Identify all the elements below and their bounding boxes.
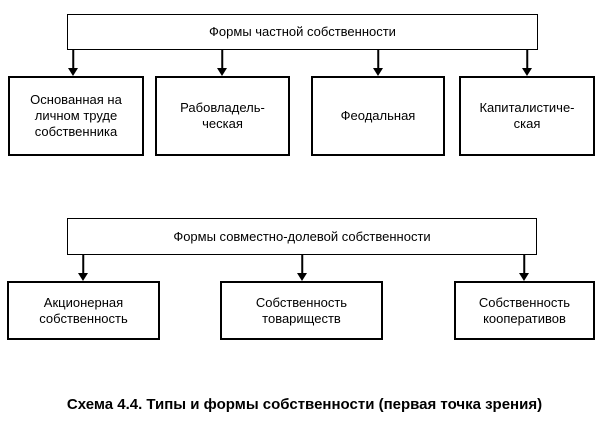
connector-arrow-down	[522, 50, 532, 76]
node-label: Формы частной собственности	[209, 24, 396, 39]
node-capitalist: Капиталистиче- ская	[459, 76, 595, 156]
node-cooperative-property: Собственность кооперативов	[454, 281, 595, 340]
node-label: Собственность кооперативов	[478, 294, 571, 326]
arrow-head-icon	[297, 273, 307, 281]
node-private-property-root: Формы частной собственности	[67, 14, 538, 50]
arrow-head-icon	[522, 68, 532, 76]
figure-caption: Схема 4.4. Типы и формы собственности (п…	[66, 396, 543, 413]
arrow-stem	[526, 50, 528, 70]
node-label: Капиталистиче- ская	[479, 100, 575, 131]
arrow-stem	[523, 255, 525, 275]
node-joint-stock-property: Акционерная собственность	[7, 281, 160, 340]
connector-arrow-down	[297, 255, 307, 281]
node-joint-share-property-root: Формы совместно-долевой собственности	[67, 218, 537, 255]
node-label: Феодальная	[340, 108, 416, 123]
connector-arrow-down	[373, 50, 383, 76]
node-owner-personal-labor: Основанная на личном труде собственника	[8, 76, 144, 156]
node-feudal: Феодальная	[311, 76, 445, 156]
connector-arrow-down	[78, 255, 88, 281]
arrow-stem	[82, 255, 84, 275]
arrow-stem	[221, 50, 223, 70]
connector-arrow-down	[68, 50, 78, 76]
connector-arrow-down	[217, 50, 227, 76]
arrow-stem	[72, 50, 74, 70]
node-label: Акционерная собственность	[39, 294, 128, 326]
arrow-head-icon	[68, 68, 78, 76]
node-label: Собственность товариществ	[255, 294, 348, 326]
node-label: Рабовладель- ческая	[180, 100, 265, 131]
node-label: Основанная на личном труде собственника	[30, 92, 122, 139]
node-partnership-property: Собственность товариществ	[220, 281, 383, 340]
arrow-head-icon	[217, 68, 227, 76]
node-slaveholding: Рабовладель- ческая	[155, 76, 290, 156]
arrow-head-icon	[78, 273, 88, 281]
arrow-head-icon	[519, 273, 529, 281]
arrow-stem	[301, 255, 303, 275]
connector-arrow-down	[519, 255, 529, 281]
arrow-stem	[377, 50, 379, 70]
node-label: Формы совместно-долевой собственности	[173, 228, 431, 244]
arrow-head-icon	[373, 68, 383, 76]
